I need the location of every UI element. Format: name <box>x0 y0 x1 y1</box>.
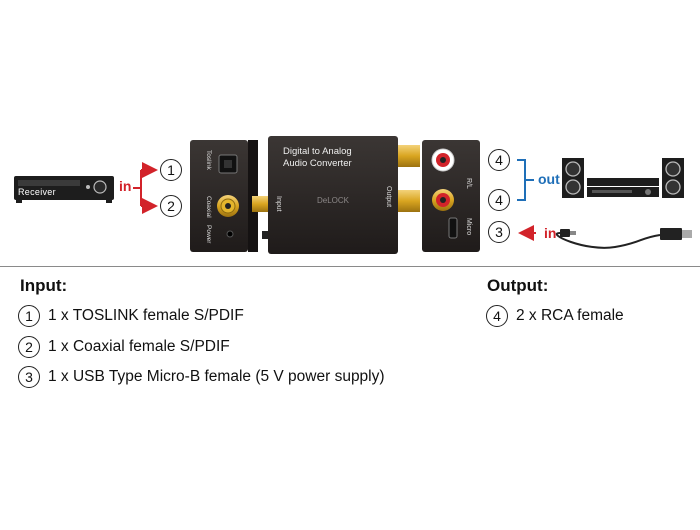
input-item-text: 1 x TOSLINK female S/PDIF <box>48 307 244 324</box>
in-label-right: in <box>544 225 557 241</box>
coaxial-label: Coaxial <box>205 196 212 218</box>
output-item-text: 2 x RCA female <box>516 307 624 324</box>
converter-output-panel <box>422 140 480 252</box>
usb-cable-icon <box>556 228 692 249</box>
converter-body: DeLOCK <box>252 136 420 254</box>
input-arrows <box>133 162 158 214</box>
connection-diagram: DeLOCK <box>14 136 692 254</box>
input-item-text: 1 x Coaxial female S/PDIF <box>48 338 230 355</box>
receiver-icon <box>14 176 114 203</box>
callout-3: 3 <box>488 221 510 243</box>
input-item-num: 2 <box>18 336 40 358</box>
brand-logo: DeLOCK <box>317 196 350 205</box>
callout-4-bottom: 4 <box>488 189 510 211</box>
rl-label: R/L <box>465 178 472 189</box>
converter-input-panel <box>190 140 258 252</box>
input-item-num: 1 <box>18 305 40 327</box>
input-item-text: 1 x USB Type Micro-B female (5 V power s… <box>48 368 385 385</box>
receiver-label: Receiver <box>18 187 56 197</box>
power-label: Power <box>205 225 212 244</box>
callout-2: 2 <box>160 195 182 217</box>
input-item-num: 3 <box>18 366 40 388</box>
input-title: Input: <box>20 276 68 295</box>
callout-4-top: 4 <box>488 149 510 171</box>
output-title: Output: <box>487 276 549 295</box>
device-title-line1: Digital to Analog <box>283 146 352 157</box>
device-title: Digital to Analog Audio Converter <box>283 146 352 170</box>
in-label-left: in <box>119 178 132 194</box>
callout-1: 1 <box>160 159 182 181</box>
output-bracket <box>517 159 534 201</box>
section-divider <box>0 266 700 267</box>
device-title-line2: Audio Converter <box>283 158 352 169</box>
out-label: out <box>538 171 560 187</box>
micro-label: Micro <box>465 218 472 236</box>
output-item-num: 4 <box>486 305 508 327</box>
port-input-label: Input <box>275 196 282 212</box>
toslink-label: Toslink <box>205 150 212 170</box>
port-output-label: Output <box>385 186 392 208</box>
stereo-speakers-icon <box>562 158 684 198</box>
